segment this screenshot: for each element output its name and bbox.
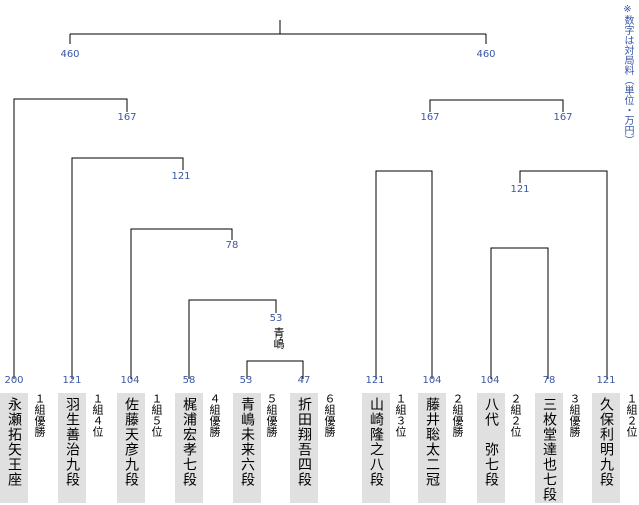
player-name: 永瀬拓矢王座 bbox=[6, 397, 22, 487]
fee-semi-left: 167 bbox=[117, 112, 137, 123]
player-rank: １組５位 bbox=[150, 393, 163, 437]
player-name-box: 八代 弥七段 bbox=[477, 393, 505, 503]
fee-qf-left: 121 bbox=[171, 171, 191, 182]
player-name: 佐藤天彦九段 bbox=[123, 397, 139, 487]
player-name-box: 永瀬拓矢王座 bbox=[0, 393, 28, 503]
fee-semi-right-b: 167 bbox=[553, 112, 573, 123]
player-name-box: 藤井聡太二冠 bbox=[418, 393, 446, 503]
fee-r3-left: 78 bbox=[225, 240, 239, 251]
player-name-box: 青嶋未来六段 bbox=[233, 393, 261, 503]
venue-label: 青嶋 bbox=[272, 327, 285, 349]
player-rank: ４組優勝 bbox=[208, 393, 221, 437]
bracket-right-r1 bbox=[490, 247, 549, 379]
player-fee: 104 bbox=[120, 375, 140, 386]
player-rank: １組４位 bbox=[91, 393, 104, 437]
player-name-box: 佐藤天彦九段 bbox=[117, 393, 145, 503]
fee-unit-note: ※数字は対局料（単位・万円） bbox=[622, 4, 633, 145]
fee-semi-right-a: 167 bbox=[420, 112, 440, 123]
player-fee: 47 bbox=[297, 375, 311, 386]
bracket-right-qf bbox=[519, 170, 608, 379]
bracket-right-semi bbox=[429, 99, 564, 112]
fee-qf-right: 121 bbox=[510, 184, 530, 195]
player-fee: 104 bbox=[422, 375, 442, 386]
fee-r2-left: 53 bbox=[269, 313, 283, 324]
player-fee: 121 bbox=[596, 375, 616, 386]
player-fee: 53 bbox=[239, 375, 253, 386]
player-fee: 104 bbox=[480, 375, 500, 386]
player-fee: 78 bbox=[542, 375, 556, 386]
player-rank: ３組優勝 bbox=[568, 393, 581, 437]
player-name: 三枚堂達也七段 bbox=[541, 397, 557, 502]
bracket-left-r2 bbox=[188, 299, 277, 379]
player-fee: 58 bbox=[182, 375, 196, 386]
player-rank: １組３位 bbox=[394, 393, 407, 437]
bracket-left-r1 bbox=[246, 360, 304, 379]
player-name: 藤井聡太二冠 bbox=[424, 397, 440, 487]
player-name: 山崎隆之八段 bbox=[368, 397, 384, 487]
player-name: 折田翔吾四段 bbox=[296, 397, 312, 487]
player-name-box: 山崎隆之八段 bbox=[362, 393, 390, 503]
player-fee: 200 bbox=[4, 375, 24, 386]
player-name: 八代 弥七段 bbox=[483, 397, 499, 487]
bracket-right-a bbox=[375, 170, 433, 379]
player-name: 久保利明九段 bbox=[598, 397, 614, 487]
fee-final-left: 460 bbox=[60, 49, 80, 60]
player-name: 青嶋未来六段 bbox=[239, 397, 255, 487]
bracket-final-connector bbox=[69, 20, 487, 44]
player-name-box: 羽生善治九段 bbox=[58, 393, 86, 503]
player-rank: ５組優勝 bbox=[265, 393, 278, 437]
player-name: 羽生善治九段 bbox=[64, 397, 80, 487]
bracket-left-qf bbox=[71, 157, 184, 379]
player-name-box: 久保利明九段 bbox=[592, 393, 620, 503]
player-rank: ２組優勝 bbox=[451, 393, 464, 437]
player-name-box: 梶浦宏孝七段 bbox=[175, 393, 203, 503]
player-rank: １組優勝 bbox=[33, 393, 46, 437]
bracket-left-semi bbox=[13, 98, 128, 379]
player-rank: ６組優勝 bbox=[323, 393, 336, 437]
player-name-box: 三枚堂達也七段 bbox=[535, 393, 563, 503]
player-name-box: 折田翔吾四段 bbox=[290, 393, 318, 503]
player-rank: １組２位 bbox=[625, 393, 638, 437]
player-fee: 121 bbox=[365, 375, 385, 386]
player-name: 梶浦宏孝七段 bbox=[181, 397, 197, 487]
player-rank: ２組２位 bbox=[509, 393, 522, 437]
player-fee: 121 bbox=[62, 375, 82, 386]
bracket-left-r3 bbox=[130, 228, 233, 379]
fee-final-right: 460 bbox=[476, 49, 496, 60]
